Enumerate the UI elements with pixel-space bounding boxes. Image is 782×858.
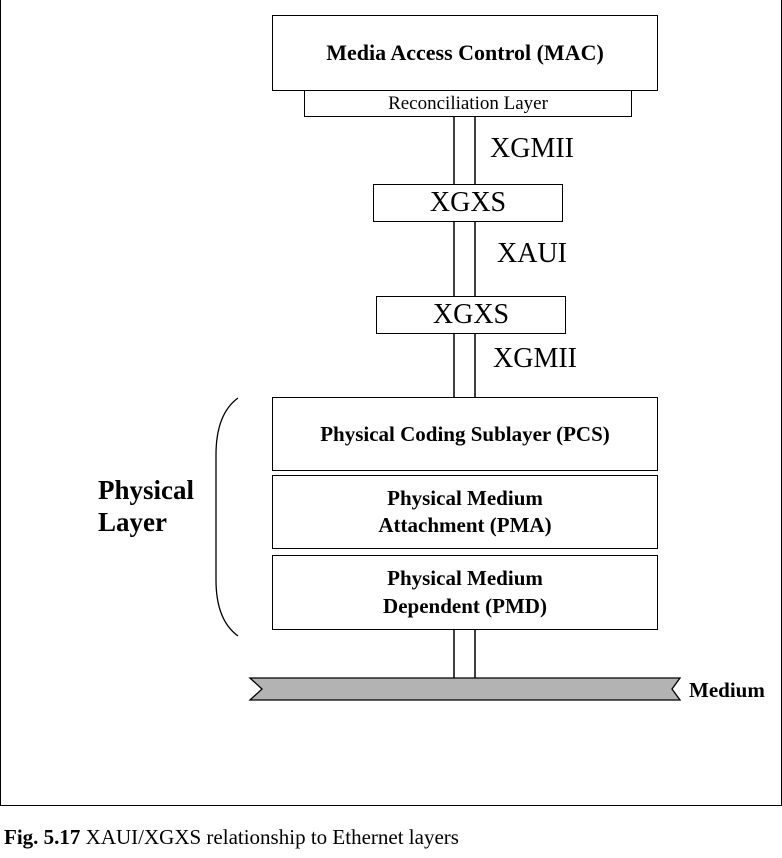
xgmii-bottom-label: XGMII bbox=[493, 343, 577, 374]
xgmii-top-label: XGMII bbox=[490, 133, 574, 164]
xgxs-bottom-box: XGXS bbox=[376, 296, 566, 334]
caption-number: Fig. 5.17 bbox=[4, 825, 81, 849]
xaui-label: XAUI bbox=[497, 238, 567, 269]
pmd-box: Physical Medium Dependent (PMD) bbox=[272, 555, 658, 630]
physical-layer-brace bbox=[215, 397, 239, 637]
xgxs-bottom-label: XGXS bbox=[432, 299, 510, 330]
caption-text: XAUI/XGXS relationship to Ethernet layer… bbox=[80, 825, 459, 849]
mac-label: Media Access Control (MAC) bbox=[326, 40, 604, 65]
medium-label: Medium bbox=[689, 678, 765, 702]
physical-layer-label: Physical Layer bbox=[98, 474, 194, 538]
pcs-box: Physical Coding Sublayer (PCS) bbox=[272, 397, 658, 471]
pcs-label: Physical Coding Sublayer (PCS) bbox=[320, 421, 610, 446]
pma-label-line1: Physical Medium bbox=[387, 485, 543, 510]
xgxs-top-box: XGXS bbox=[373, 184, 563, 222]
pmd-label-line1: Physical Medium bbox=[387, 566, 543, 591]
physical-layer-line1: Physical bbox=[98, 475, 195, 505]
reconciliation-box: Reconciliation Layer bbox=[304, 90, 632, 117]
figure-caption: Fig. 5.17 XAUI/XGXS relationship to Ethe… bbox=[4, 825, 459, 850]
pma-label-line2: Attachment (PMA) bbox=[378, 513, 552, 537]
physical-layer-line2: Layer bbox=[98, 507, 167, 537]
xgxs-top-label: XGXS bbox=[429, 187, 507, 218]
pmd-label-line2: Dependent (PMD) bbox=[383, 593, 547, 618]
mac-box: Media Access Control (MAC) bbox=[272, 15, 658, 91]
reconciliation-label: Reconciliation Layer bbox=[388, 92, 548, 114]
pma-box: Physical Medium Attachment (PMA) bbox=[272, 475, 658, 549]
medium-bar bbox=[248, 677, 682, 701]
